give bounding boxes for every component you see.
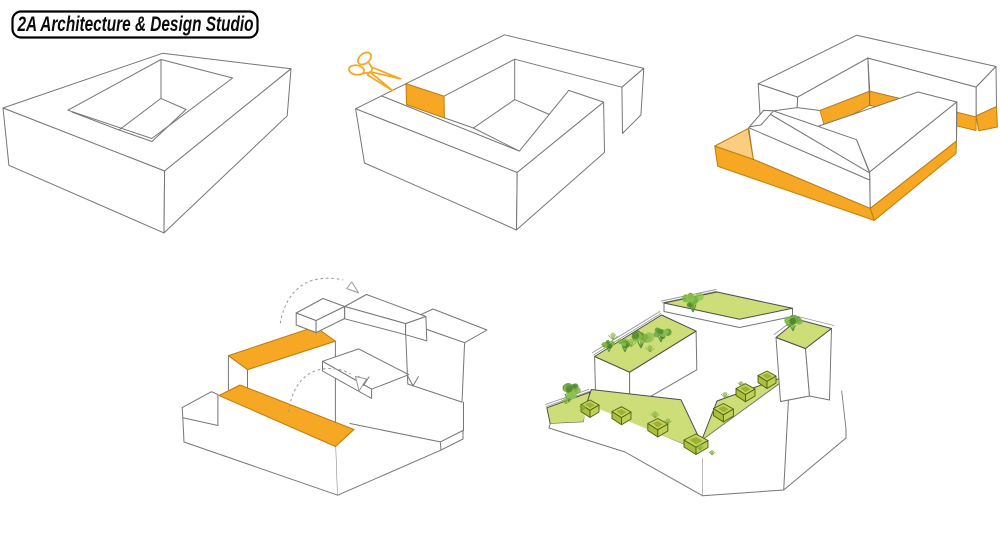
svg-text:2A Architecture & Design Studi: 2A Architecture & Design Studio: [17, 13, 254, 36]
